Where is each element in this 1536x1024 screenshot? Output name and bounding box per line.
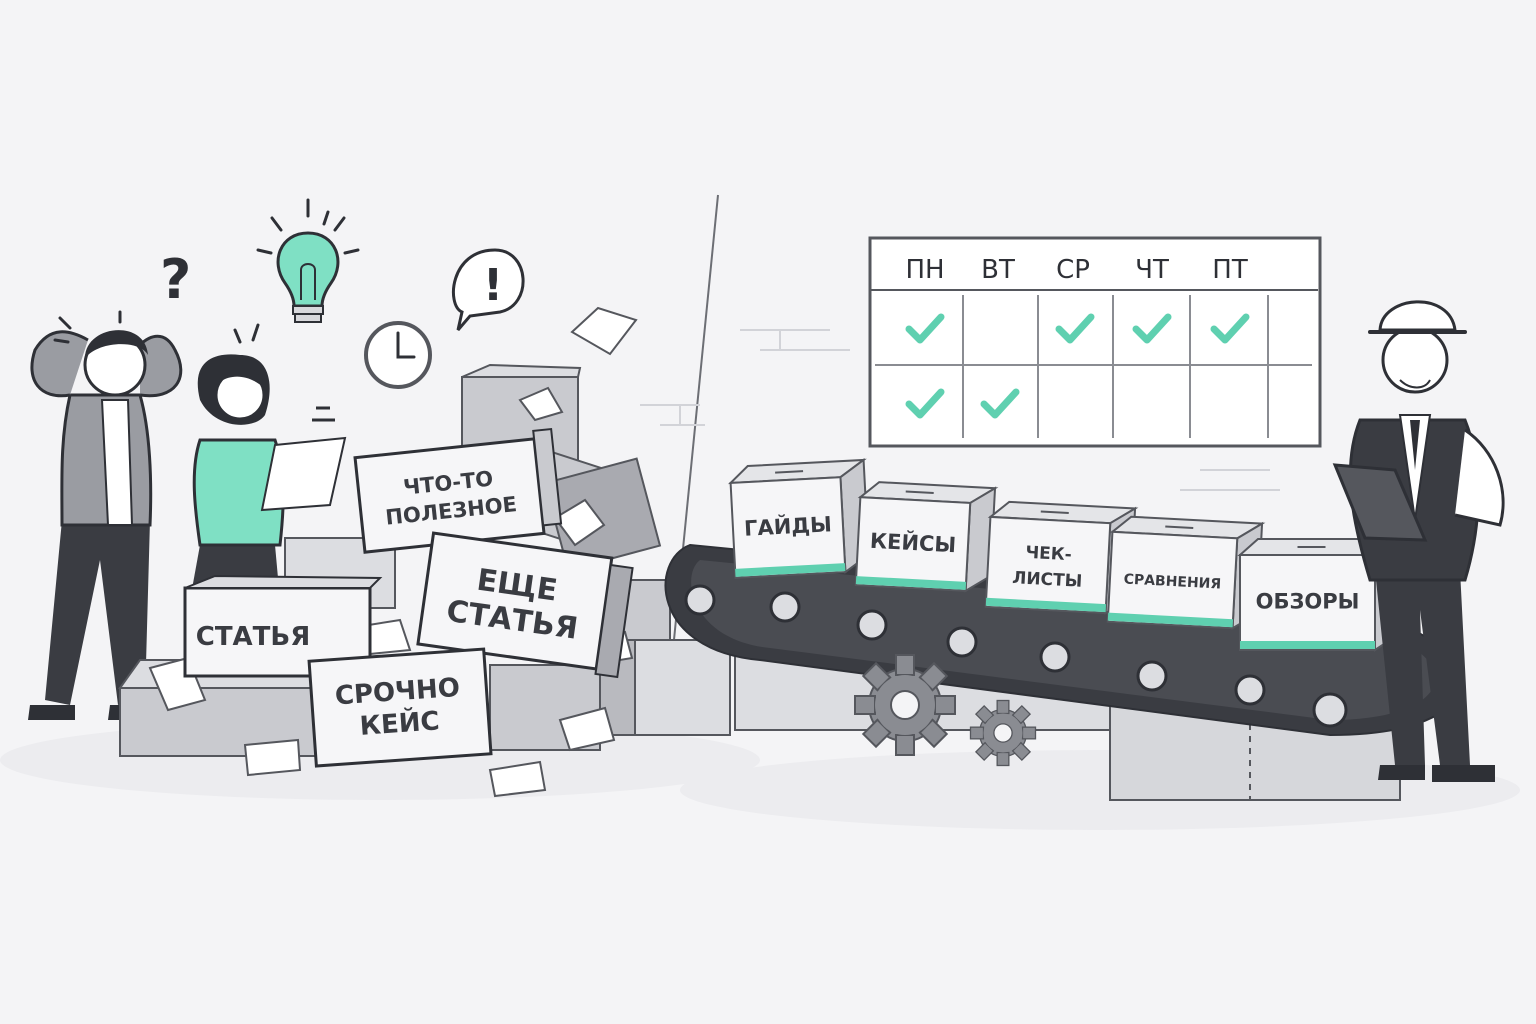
question-icon: ? (160, 248, 191, 311)
box-label: ОБЗОРЫ (1256, 590, 1360, 614)
content-box: ГАЙДЫ (728, 458, 870, 579)
worker-with-clipboard (1332, 300, 1505, 782)
box-label: ЧЕК- (1025, 543, 1072, 565)
lightbulb-icon (256, 198, 360, 323)
content-box: СРАВНЕНИЯ (1106, 515, 1266, 631)
sign-useful: ЧТО-ТО ПОЛЕЗНОЕ (353, 427, 563, 554)
conveyor-boxes: ГАЙДЫ КЕЙСЫ ЧЕК- ЛИСТЫ СРАВНЕНИЯ ОБЗОРЫ (728, 458, 1403, 652)
day-label: ПТ (1212, 255, 1248, 285)
content-box: ОБЗОРЫ (1237, 537, 1403, 652)
content-box: КЕЙСЫ (854, 481, 999, 593)
worried-man (28, 310, 183, 720)
box-label: СРАВНЕНИЯ (1123, 571, 1221, 592)
svg-text:!: ! (483, 260, 503, 311)
woman-with-paper (190, 323, 347, 600)
day-label: ПН (905, 255, 944, 285)
box-label: ЛИСТЫ (1012, 568, 1083, 592)
gear-icon (854, 654, 956, 756)
day-label: ЧТ (1135, 255, 1169, 285)
brick-doodles (640, 329, 1280, 491)
clock-icon (364, 321, 432, 389)
day-label: СР (1056, 255, 1090, 285)
sign-another-article: ЕЩЕ СТАТЬЯ (416, 531, 634, 679)
gear-icon (969, 699, 1037, 767)
exclamation-speech-icon: ! (451, 248, 525, 331)
svg-text:СТАТЬЯ: СТАТЬЯ (196, 622, 311, 652)
box-label: ГАЙДЫ (743, 511, 832, 541)
box-label: КЕЙСЫ (869, 528, 956, 557)
flying-paper (570, 306, 638, 356)
sign-urgent-case: СРОЧНО КЕЙС (307, 647, 493, 768)
day-label: ВТ (981, 255, 1015, 285)
svg-text:КЕЙС: КЕЙС (359, 704, 441, 741)
schedule-board: ПН ВТ СР ЧТ ПТ (868, 236, 1322, 448)
conveyor-rollers (684, 584, 1348, 728)
